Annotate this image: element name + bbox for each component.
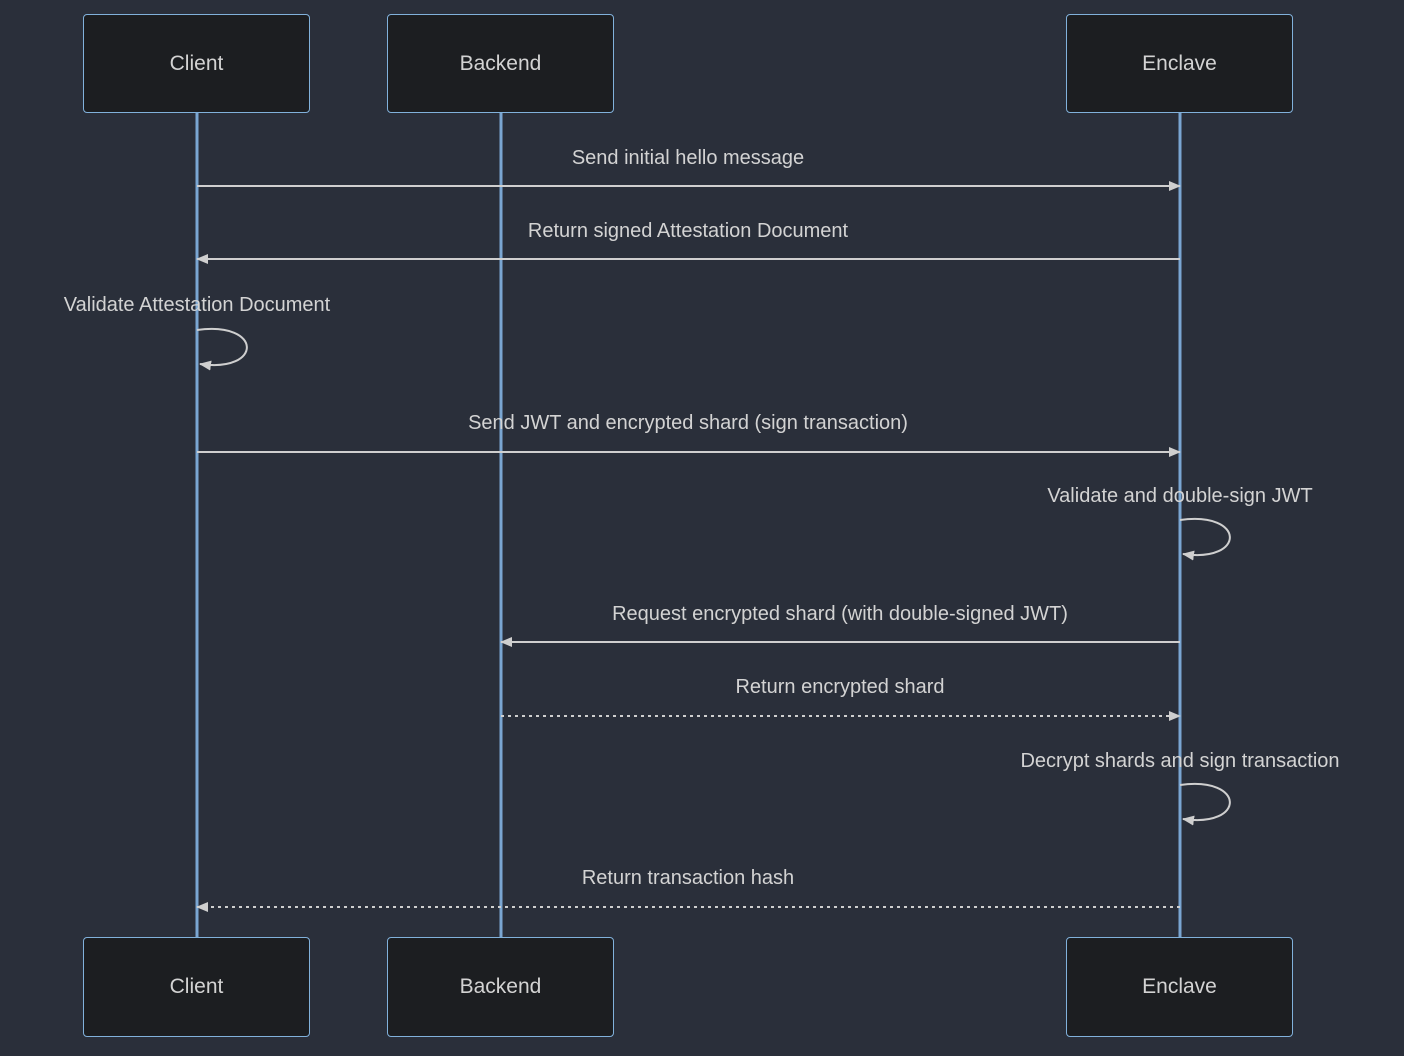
self-loop-validate-double-sign-jwt xyxy=(1179,517,1231,561)
message-label: Send JWT and encrypted shard (sign trans… xyxy=(468,412,908,434)
message-label: Return signed Attestation Document xyxy=(527,220,849,242)
actor-label: Enclave xyxy=(1142,975,1217,998)
self-loop-validate-attestation xyxy=(196,327,248,371)
message-label: Send initial hello message xyxy=(571,147,805,169)
actor-bottom-client: Client xyxy=(83,937,310,1037)
actor-label: Backend xyxy=(459,51,542,75)
actor-top-backend: Backend xyxy=(387,14,614,113)
actor-label: Client xyxy=(169,975,224,998)
actor-top-enclave: Enclave xyxy=(1066,14,1293,113)
message-label: Request encrypted shard (with double-sig… xyxy=(612,603,1068,625)
actor-label: Client xyxy=(169,51,224,75)
actor-bottom-enclave: Enclave xyxy=(1066,937,1293,1037)
message-label: Return transaction hash xyxy=(581,867,795,889)
self-loop-decrypt-sign-transaction xyxy=(1179,782,1231,826)
message-label: Validate and double-sign JWT xyxy=(1047,485,1313,507)
actor-label: Enclave xyxy=(1142,51,1217,75)
actor-bottom-backend: Backend xyxy=(387,937,614,1037)
message-label: Return encrypted shard xyxy=(735,676,945,698)
actor-top-client: Client xyxy=(83,14,310,113)
actor-label: Backend xyxy=(459,975,542,998)
message-label: Validate Attestation Document xyxy=(63,294,331,316)
message-label: Decrypt shards and sign transaction xyxy=(1020,750,1340,772)
